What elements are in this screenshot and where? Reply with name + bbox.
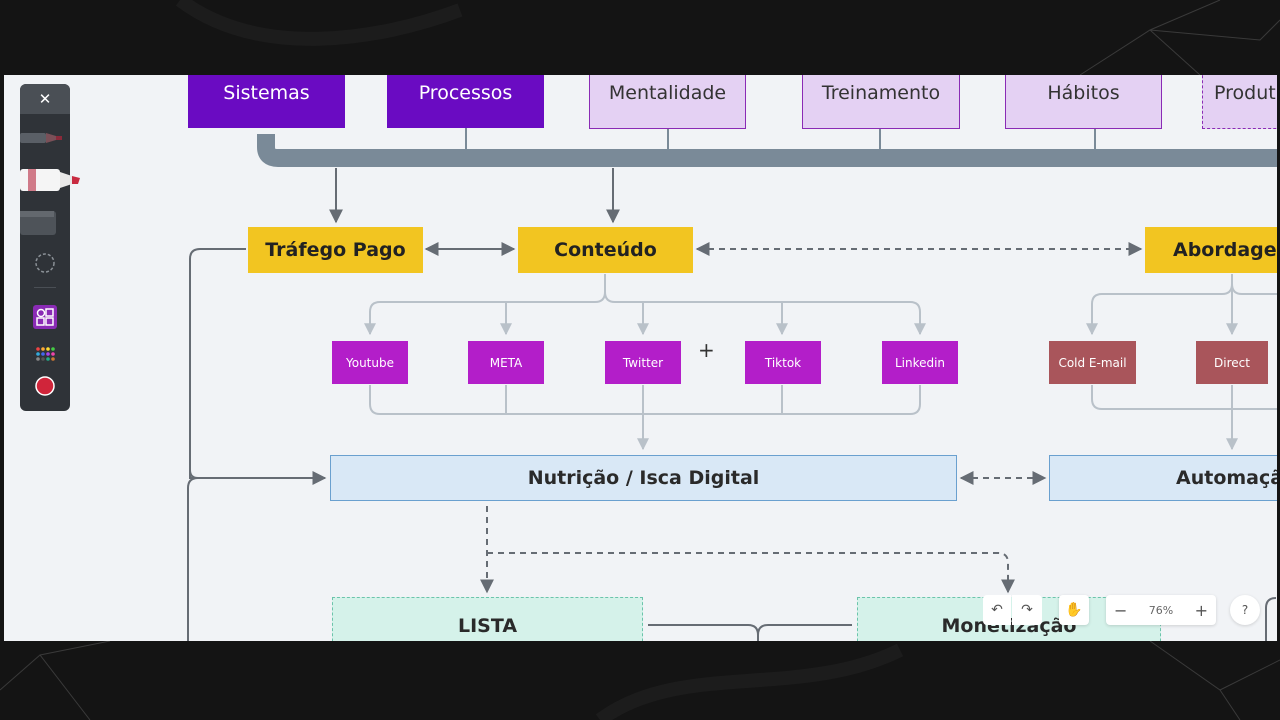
node-tiktok[interactable]: Tiktok	[745, 341, 821, 384]
category-label: Produt	[1214, 82, 1276, 104]
category-label: Mentalidade	[608, 82, 727, 104]
drawing-toolbar: ✕	[20, 84, 80, 411]
palette-icon[interactable]	[35, 346, 55, 362]
shapes-icon[interactable]	[33, 305, 57, 329]
category-habitos[interactable]: Hábitos	[1005, 75, 1162, 129]
zoom-controls: − 76% +	[1106, 595, 1216, 625]
node-label: META	[489, 355, 523, 370]
node-linkedin[interactable]: Linkedin	[882, 341, 958, 384]
node-lista[interactable]: LISTA	[332, 597, 643, 641]
zoom-out-button[interactable]: −	[1114, 600, 1128, 620]
category-sistemas[interactable]: Sistemas	[188, 75, 345, 128]
lasso-icon[interactable]	[34, 252, 56, 274]
category-mentalidade[interactable]: Mentalidade	[589, 75, 746, 129]
connector-lines	[187, 128, 1277, 641]
node-label: Nutrição / Isca Digital	[527, 467, 760, 489]
close-icon: ✕	[38, 90, 52, 108]
help-button[interactable]: ?	[1230, 595, 1260, 625]
category-treinamento[interactable]: Treinamento	[802, 75, 960, 129]
node-label: Monetização	[941, 615, 1077, 637]
whiteboard[interactable]: Sistemas Processos Mentalidade Treinamen…	[4, 75, 1277, 641]
node-meta[interactable]: META	[468, 341, 544, 384]
zoom-level: 76%	[1148, 603, 1174, 617]
eraser-icon[interactable]	[20, 210, 60, 236]
pen-icon[interactable]	[20, 128, 76, 148]
node-conteudo[interactable]: Conteúdo	[518, 227, 693, 273]
node-abordagem[interactable]: Abordager	[1145, 227, 1277, 273]
undo-icon: ↶	[991, 602, 1003, 618]
node-cold-email[interactable]: Cold E-mail	[1049, 341, 1136, 384]
pan-button[interactable]: ✋	[1059, 595, 1089, 625]
toolbar-divider	[34, 287, 56, 288]
node-label: Abordager	[1173, 239, 1277, 261]
node-label: Automaçã	[1176, 467, 1277, 489]
node-label: Tiktok	[764, 355, 802, 370]
diagram-canvas: Sistemas Processos Mentalidade Treinamen…	[4, 75, 1277, 641]
node-nutricao-isca-digital[interactable]: Nutrição / Isca Digital	[330, 455, 957, 501]
node-twitter[interactable]: Twitter	[605, 341, 681, 384]
category-label: Sistemas	[223, 82, 310, 104]
node-label: Twitter	[622, 355, 664, 370]
hand-icon: ✋	[1065, 602, 1083, 618]
node-label: Conteúdo	[554, 239, 657, 261]
node-label: LISTA	[457, 615, 518, 637]
zoom-in-button[interactable]: +	[1194, 600, 1208, 620]
redo-icon: ↷	[1021, 602, 1033, 618]
node-label: Tráfego Pago	[265, 239, 406, 261]
color-dot-icon[interactable]	[35, 376, 55, 396]
category-label: Treinamento	[821, 82, 941, 104]
node-label: Linkedin	[894, 355, 946, 370]
crosshair-cursor-icon: +	[698, 338, 715, 362]
close-toolbar-button[interactable]: ✕	[20, 84, 70, 114]
top-bracket	[257, 134, 1277, 167]
redo-button[interactable]: ↷	[1012, 595, 1042, 625]
help-icon: ?	[1241, 603, 1249, 617]
node-label: Direct	[1214, 355, 1250, 370]
node-automacao[interactable]: Automaçã	[1049, 455, 1277, 501]
marker-icon[interactable]	[20, 168, 82, 192]
category-label: Processos	[418, 82, 513, 104]
node-label: Youtube	[346, 355, 394, 370]
category-processos[interactable]: Processos	[387, 75, 544, 128]
node-youtube[interactable]: Youtube	[332, 341, 408, 384]
node-trafego-pago[interactable]: Tráfego Pago	[248, 227, 423, 273]
node-label: Cold E-mail	[1058, 355, 1127, 370]
undo-button[interactable]: ↶	[983, 595, 1011, 625]
node-direct[interactable]: Direct	[1196, 341, 1268, 384]
category-produto[interactable]: Produt	[1202, 75, 1277, 129]
category-label: Hábitos	[1047, 82, 1120, 104]
